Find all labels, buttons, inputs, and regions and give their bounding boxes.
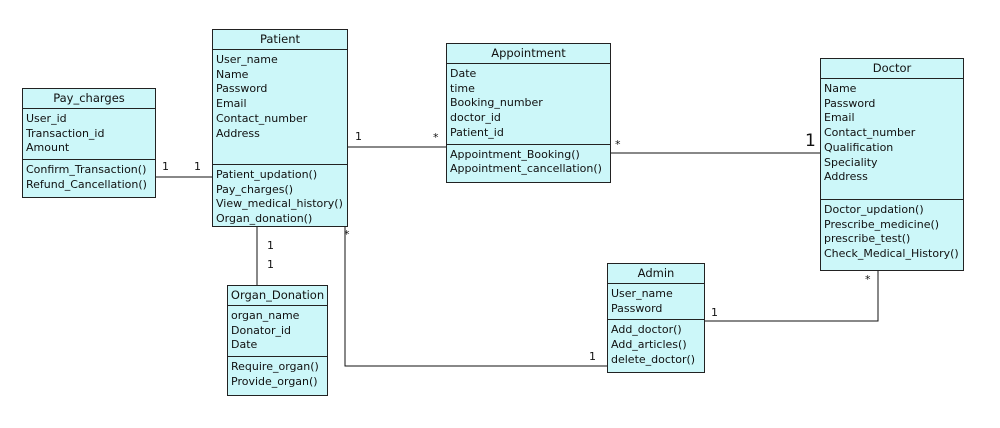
multiplicity-appointment-side-patient: * [433,131,439,144]
operation: Patient_updation() [216,168,318,181]
attribute: Name [824,82,857,95]
multiplicity-doctor-side-appointment: 1 [805,131,816,151]
class-appointment[interactable]: Appointment Date time Booking_number doc… [446,43,611,183]
multiplicity-patient-side-appointment: 1 [355,130,362,143]
attribute: Date [231,338,258,352]
attribute: Address [216,126,260,140]
class-name-pay-charges: Pay_charges [23,89,155,109]
class-name-doctor: Doctor [821,59,963,79]
attribute: User_id [26,112,67,125]
class-pay-charges[interactable]: Pay_charges User_id Transaction_id Amoun… [22,88,156,198]
operation: Refund_Cancellation() [26,177,147,191]
operations-admin: Add_doctor() Add_articles() delete_docto… [608,319,704,370]
attribute: time [450,81,475,95]
operation: Confirm_Transaction() [26,163,147,177]
operation: prescribe_test() [824,232,911,246]
operations-patient: Patient_updation() Pay_charges() View_me… [213,164,347,230]
attribute: Address [824,170,868,184]
class-organ-donation[interactable]: Organ_Donation organ_name Donator_id Dat… [227,285,328,396]
attribute: Name [216,67,249,81]
class-name-organ-donation: Organ_Donation [228,286,327,306]
attributes-doctor: Name Password Email Contact_number Quali… [821,79,963,199]
attribute: Password [824,96,876,110]
multiplicity-patient-side-admin: * [344,228,350,241]
attributes-patient: User_name Name Password Email Contact_nu… [213,50,347,164]
attribute: Password [216,82,268,96]
operation: Require_organ() [231,360,319,374]
operation: Doctor_updation() [824,203,924,216]
attributes-admin: User_name Password [608,284,704,319]
operations-appointment: Appointment_Booking() Appointment_cancel… [447,143,610,180]
operations-doctor: Doctor_updation() Prescribe_medicine() p… [821,199,963,265]
association-admin-doctor [705,271,879,322]
attribute: Password [611,301,663,315]
operation: View_medical_history() [216,197,343,211]
attribute: User_name [216,53,278,66]
operations-organ-donation: Require_organ() Provide_organ() [228,356,327,392]
association-patient-admin [344,227,607,367]
class-admin[interactable]: Admin User_name Password Add_doctor() Ad… [607,263,705,373]
class-doctor[interactable]: Doctor Name Password Email Contact_numbe… [820,58,964,271]
attributes-appointment: Date time Booking_number doctor_id Patie… [447,64,610,144]
operation: Prescribe_medicine() [824,217,940,231]
attribute: Email [824,111,855,125]
multiplicity-patient-side-paycharges: 1 [194,160,201,173]
attribute: organ_name [231,309,300,322]
attribute: Contact_number [824,126,916,140]
attribute: Email [216,97,247,111]
operation: Organ_donation() [216,212,313,226]
multiplicity-organ-side-patient: 1 [267,258,274,271]
attributes-pay-charges: User_id Transaction_id Amount [23,109,155,159]
class-name-patient: Patient [213,30,347,50]
multiplicity-patient-side-organ: 1 [267,239,274,252]
operation: Provide_organ() [231,374,318,388]
attribute: doctor_id [450,111,501,125]
attribute: Qualification [824,140,894,154]
attribute: Contact_number [216,111,308,125]
attribute: Amount [26,141,70,155]
operation: Pay_charges() [216,182,294,196]
attribute: Patient_id [450,125,504,139]
attribute: User_name [611,287,673,300]
operation: delete_doctor() [611,352,696,366]
attribute: Date [450,67,477,80]
operation: Check_Medical_History() [824,247,959,261]
multiplicity-appointment-side-doctor: * [615,138,621,151]
multiplicity-doctor-side-admin: * [865,273,871,286]
operation: Add_articles() [611,338,687,352]
attribute: Transaction_id [26,126,105,140]
attributes-organ-donation: organ_name Donator_id Date [228,306,327,356]
attribute: Donator_id [231,323,292,337]
operation: Add_doctor() [611,323,682,337]
class-patient[interactable]: Patient User_name Name Password Email Co… [212,29,348,227]
operation: Appointment_cancellation() [450,162,602,176]
operation: Appointment_Booking() [450,147,580,161]
multiplicity-admin-side-patient: 1 [589,350,596,363]
attribute: Speciality [824,155,878,169]
attribute: Booking_number [450,96,543,110]
class-name-admin: Admin [608,264,704,284]
class-name-appointment: Appointment [447,44,610,64]
multiplicity-paycharges-side: 1 [162,160,169,173]
multiplicity-admin-side-doctor: 1 [711,306,718,319]
operations-pay-charges: Confirm_Transaction() Refund_Cancellatio… [23,159,155,195]
